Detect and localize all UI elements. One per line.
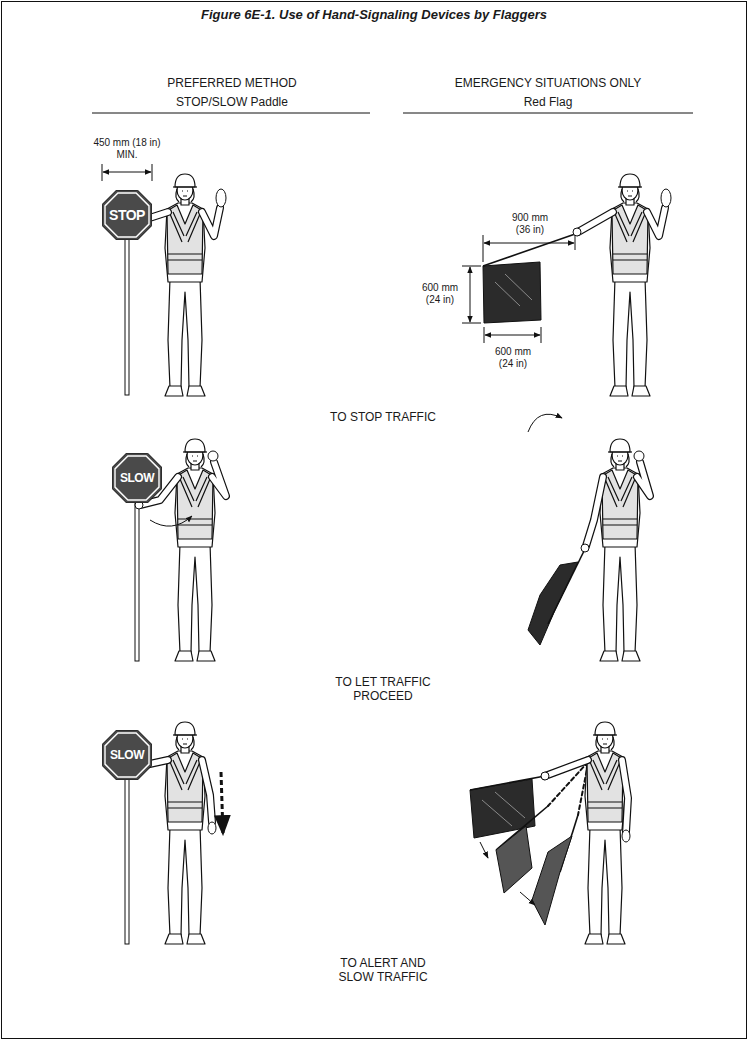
heading-rule [92, 113, 370, 114]
paddle-pole [125, 778, 129, 944]
dimension-line [103, 172, 151, 173]
arm [545, 760, 588, 776]
flagger [165, 722, 205, 944]
red-flag-flagger [462, 174, 671, 396]
hand [573, 228, 581, 236]
dimension-line [484, 243, 574, 244]
arm-outline [212, 462, 226, 496]
heading-rule [403, 113, 693, 114]
figure-title: Figure 6E-1. Use of Hand-Signaling Devic… [74, 7, 674, 23]
octagon-face [112, 453, 162, 503]
paddle-sign: SLOW [102, 730, 152, 780]
dimension-tick [102, 164, 152, 181]
dimension-label: 900 mm (36 in) [505, 212, 555, 236]
arm [647, 208, 665, 236]
octagon-face [102, 190, 152, 240]
dimension-label: 600 mm (24 in) [415, 282, 465, 306]
red-flag-flagger [470, 722, 630, 944]
paddle-pole [135, 501, 139, 661]
hand [622, 830, 630, 842]
arm [637, 462, 650, 496]
palm [216, 189, 226, 207]
hand [208, 822, 216, 834]
dimension-tick [484, 327, 541, 343]
motion-trail [221, 772, 223, 834]
fist [634, 451, 644, 461]
paddle-pole [125, 238, 129, 395]
arm [622, 760, 628, 832]
dimension-tick [462, 266, 481, 323]
red-flag [483, 262, 541, 323]
motion-arrow [480, 842, 488, 858]
flagger [610, 174, 650, 396]
flag-staff [548, 549, 585, 624]
red-flag [528, 562, 578, 645]
arm [578, 212, 613, 232]
arm-outline [622, 760, 628, 832]
dimension-label: 600 mm (24 in) [488, 346, 538, 370]
palm [661, 189, 671, 207]
column-heading: Red Flag [408, 95, 688, 109]
arm [202, 760, 212, 822]
red-flag [532, 836, 572, 925]
arm-outline [647, 208, 665, 236]
flagger [165, 174, 205, 396]
fist [208, 451, 218, 461]
hand [541, 772, 549, 780]
octagon-face [102, 730, 152, 780]
flag-staff [483, 233, 578, 266]
paddle-sign: SLOW [112, 453, 162, 503]
arm-outline [578, 212, 613, 232]
signal-caption: TO ALERT AND SLOW TRAFFIC [333, 956, 433, 985]
dimension-line [470, 267, 471, 322]
arm-outline [637, 462, 650, 496]
sign-legend: SLOW [112, 453, 162, 503]
red-flag-flagger [528, 414, 650, 661]
red-flag [496, 826, 532, 893]
flag-staff [470, 776, 545, 790]
dimension-line [485, 335, 540, 336]
dimension-label: 450 mm (18 in) MIN. [87, 137, 167, 161]
column-heading: STOP/SLOW Paddle [112, 95, 352, 109]
arm-outline [202, 208, 220, 236]
flagger [175, 439, 215, 661]
motion-arrow [528, 414, 562, 432]
motion-arrow [150, 516, 192, 526]
paddle-sign: STOP [102, 190, 152, 240]
column-heading: PREFERRED METHOD [112, 76, 352, 90]
sign-legend: SLOW [102, 730, 152, 780]
stop-paddle-flagger [102, 164, 226, 396]
motion-arrow [520, 892, 535, 905]
flagger [585, 722, 625, 944]
flag-fold [495, 274, 532, 306]
signal-caption: TO STOP TRAFFIC [263, 410, 503, 424]
arm-outline [586, 477, 603, 546]
arm [586, 477, 603, 546]
arm [202, 208, 220, 236]
arm [212, 462, 226, 496]
arm-outline [202, 760, 212, 822]
flagger [600, 439, 640, 661]
column-heading: EMERGENCY SITUATIONS ONLY [408, 76, 688, 90]
signal-caption: TO LET TRAFFIC PROCEED [333, 675, 433, 704]
hand [581, 544, 589, 552]
arm-outline [545, 760, 588, 776]
sign-legend: STOP [102, 190, 152, 240]
flag-fold [482, 792, 525, 826]
